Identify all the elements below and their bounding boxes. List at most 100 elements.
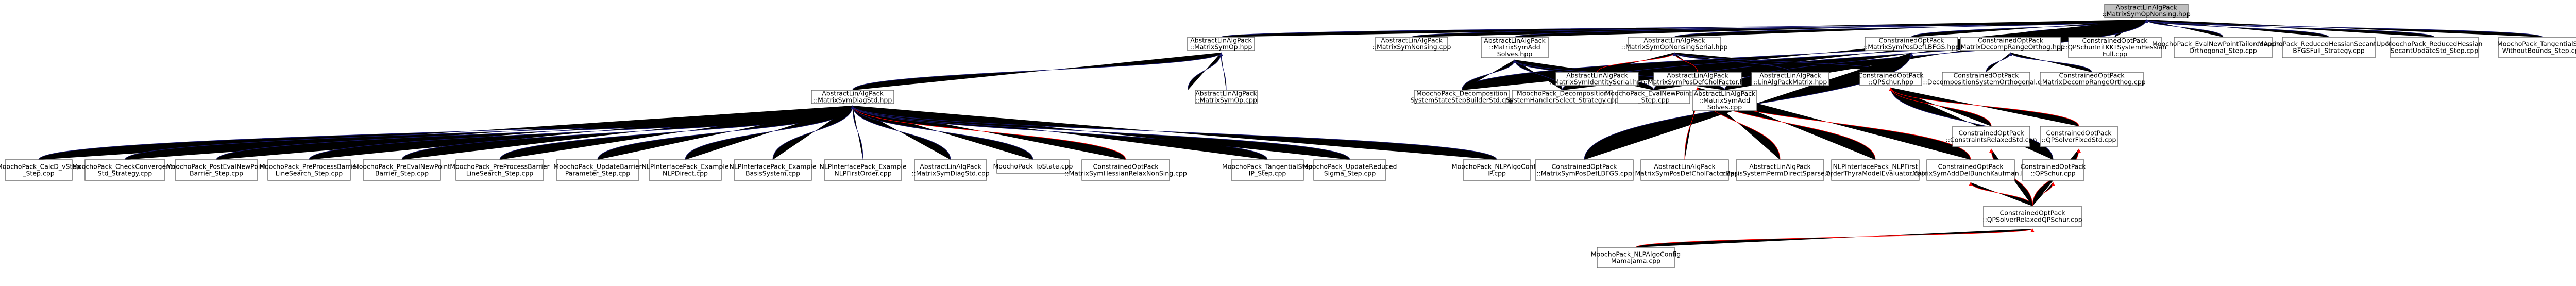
node-box bbox=[1831, 159, 1920, 181]
node-box bbox=[1859, 72, 1922, 86]
node-label-line: Solves.cpp bbox=[1707, 103, 1742, 111]
node-label-line: MoochoPack_PreProcessBarrier bbox=[259, 163, 359, 171]
node-box bbox=[1628, 37, 1721, 51]
file-node-evalpt-step[interactable]: MoochoPack_EvalNewPointStd_Step.cpp bbox=[1605, 90, 1703, 104]
node-label-line: NLPFirstOrder.cpp bbox=[834, 170, 891, 177]
node-box bbox=[996, 159, 1070, 174]
node-box bbox=[1555, 72, 1639, 86]
file-node-identityserial[interactable]: AbstractLinAlgPack::MatrixSymIdentitySer… bbox=[1549, 72, 1645, 86]
file-node-posdefchol[interactable]: AbstractLinAlgPack::MatrixSymPosDefCholF… bbox=[1643, 72, 1752, 86]
file-node-symaddcpp[interactable]: AbstractLinAlgPack::MatrixSymAddSolves.c… bbox=[1692, 90, 1757, 111]
file-node-moo-evalnewpt[interactable]: MoochoPack_EvalNewPointTailoredApproachO… bbox=[2152, 37, 2294, 58]
node-label-line: AbstractLinAlgPack bbox=[1195, 90, 1257, 97]
file-node-decomprange-cpp[interactable]: ConstrainedOptPack::MatrixDecompRangeOrt… bbox=[2038, 72, 2146, 86]
file-node-alp-basisperm[interactable]: AbstractLinAlgPack::BasisSystemPermDirec… bbox=[1722, 159, 1839, 181]
node-box bbox=[1751, 72, 1829, 86]
file-node-moo-reducedhessserial[interactable]: MoochoPack_ReducedHessianSecantUpdateStd… bbox=[2386, 37, 2483, 58]
file-node-moo-update[interactable]: MoochoPack_UpdateBarrierParameter_Step.c… bbox=[553, 159, 642, 181]
file-node-cop-qpfixed[interactable]: ConstrainedOptPack::QPSolverFixedStd.cpp bbox=[2040, 126, 2118, 147]
dependency-edge bbox=[1219, 52, 1227, 91]
file-node-cop-relaxed[interactable]: ConstrainedOptPack::ConstraintsRelaxedSt… bbox=[1946, 126, 2037, 147]
node-label-line: Solves.hpp bbox=[1497, 50, 1532, 58]
file-node-moo-pred[interactable]: MoochoPack_PostEvalNewPointBarrier_Step.… bbox=[166, 159, 267, 181]
dependency-edge bbox=[2144, 19, 2224, 38]
node-label-line: ::MatrixDecompRangeOrthog.hpp bbox=[1956, 43, 2065, 51]
file-node-symop[interactable]: AbstractLinAlgPack::MatrixSymOp.hpp bbox=[1187, 37, 1255, 51]
dependency-edge bbox=[1188, 52, 1223, 91]
file-node-decomporthog[interactable]: ConstrainedOptPack::DecompositionSystemO… bbox=[1923, 72, 2049, 86]
node-box bbox=[1231, 159, 1304, 181]
file-node-nonsingcpp[interactable]: AbstractLinAlgPack::MatrixSymNonsing.cpp bbox=[1372, 37, 1451, 51]
node-box bbox=[84, 159, 165, 181]
file-node-moo-check[interactable]: MoochoPack_CheckConvergenceStd_Strategy.… bbox=[72, 159, 178, 181]
dependency-edge bbox=[1597, 52, 1676, 73]
file-node-moo-preeval[interactable]: MoochoPack_PreEvalNewPointBarrier_Step.c… bbox=[353, 159, 450, 181]
file-node-nonsingser[interactable]: AbstractLinAlgPack::MatrixSymOpNonsingSe… bbox=[1621, 37, 1728, 51]
file-node-qpschur[interactable]: ConstrainedOptPack::QPSchurInitKKTSystem… bbox=[2063, 37, 2166, 58]
node-label-line: ::BasisSystemPermDirectSparse.cpp bbox=[1722, 170, 1839, 177]
node-label-line: MoochoPack_TangentialStep bbox=[2497, 40, 2576, 48]
file-node-moo-calc[interactable]: MoochoPack_CalcD_vStep_Step.cpp bbox=[0, 159, 80, 181]
node-label-line: NLPDirect.cpp bbox=[663, 170, 708, 177]
file-node-moo-qpsolv[interactable]: MoochoPack_IpState.cpp bbox=[993, 159, 1073, 174]
node-label-line: Std_Strategy.cpp bbox=[98, 170, 152, 177]
file-node-diagop[interactable]: ConstrainedOptPack::MatrixSymPosDefLBFGS… bbox=[1863, 37, 1959, 51]
node-label-line: AbstractLinAlgPack bbox=[1667, 72, 1728, 79]
dependency-edge bbox=[2144, 19, 2543, 38]
node-label-line: AbstractLinAlgPack bbox=[920, 163, 981, 171]
file-node-moo-tangentialstep[interactable]: MoochoPack_TangentialStepWithoutBounds_S… bbox=[2497, 37, 2576, 58]
node-label-line: ConstrainedOptPack bbox=[1552, 163, 1618, 171]
file-node-root[interactable]: AbstractLinAlgPack::MatrixSymOpNonsing.h… bbox=[2102, 4, 2191, 18]
file-node-alp-posdefcholcpp[interactable]: AbstractLinAlgPack::MatrixSymPosDefCholF… bbox=[1631, 159, 1739, 181]
node-label-line: ::QPSchur.hpp bbox=[1868, 78, 1913, 86]
node-label-line: MoochoPack_NLPAlgoConfig bbox=[1452, 163, 1541, 171]
file-node-cop-qpsolverrel[interactable]: ConstrainedOptPack::QPSolverRelaxedQPSch… bbox=[1982, 206, 2082, 227]
file-node-decompstrat[interactable]: MoochoPack_DecompositionSystemHandlerSel… bbox=[1506, 90, 1619, 104]
node-box bbox=[1865, 37, 1958, 51]
node-box bbox=[649, 159, 722, 181]
file-node-cop-hessian[interactable]: ConstrainedOptPack::MatrixSymHessianRela… bbox=[1064, 159, 1187, 181]
node-box bbox=[1414, 90, 1510, 104]
node-label-line: ConstrainedOptPack bbox=[1938, 163, 2004, 171]
file-node-lbfgsmat[interactable]: AbstractLinAlgPack::LinAlgPackMatrix.hpp bbox=[1751, 72, 1829, 86]
file-node-alp-diagstd[interactable]: AbstractLinAlgPack::MatrixSymDiagStd.cpp bbox=[911, 159, 990, 181]
file-node-cop-qpschur-cpp[interactable]: ConstrainedOptPack::QPSchur.cpp bbox=[2021, 159, 2087, 181]
node-box bbox=[1481, 37, 1549, 58]
node-label-line: ::QPSchur.cpp bbox=[2030, 170, 2075, 177]
file-node-moo-prefilt[interactable]: MoochoPack_PreProcessBarrierLineSearch_S… bbox=[259, 159, 360, 181]
node-box bbox=[914, 159, 987, 181]
node-box bbox=[1597, 247, 1675, 268]
file-node-symadd[interactable]: AbstractLinAlgPack::MatrixSymAddSolves.h… bbox=[1481, 37, 1549, 58]
file-node-nlp-fdeval[interactable]: NLPInterfacePack_NLPFirstOrderThyraModel… bbox=[1825, 159, 1925, 181]
node-label-line: IP.cpp bbox=[1487, 170, 1506, 177]
node-box bbox=[1195, 90, 1258, 104]
file-node-moo-preproc[interactable]: MoochoPack_PreProcessBarrierLineSearch_S… bbox=[450, 159, 550, 181]
node-label-line: ConstrainedOptPack bbox=[2000, 209, 2066, 217]
node-box bbox=[1960, 37, 2061, 51]
file-node-moo-reducedhess[interactable]: MoochoPack_ReducedHessianSecantUpdateBFG… bbox=[2258, 37, 2400, 58]
edge-layer bbox=[38, 19, 2543, 248]
node-box bbox=[1535, 159, 1634, 181]
file-node-decompinv[interactable]: ConstrainedOptPack::MatrixDecompRangeOrt… bbox=[1956, 37, 2065, 51]
file-node-matrixsymop-cpp[interactable]: AbstractLinAlgPack::MatrixSymOp.cpp bbox=[1195, 90, 1258, 104]
node-label-line: ::QPSchurInitKKTSystemHessian bbox=[2063, 43, 2166, 51]
node-label-line: AbstractLinAlgPack bbox=[822, 90, 884, 97]
file-node-qpschur-hpp[interactable]: ConstrainedOptPack::QPSchur.hpp bbox=[1858, 72, 1924, 86]
dependency-edge bbox=[1889, 87, 2079, 127]
file-node-nlp-order[interactable]: NLPInterfacePack_ExampleNLPFirstOrder.cp… bbox=[819, 159, 907, 181]
file-node-posdefinv[interactable]: MoochoPack_DecompositionSystemStateStepB… bbox=[1411, 90, 1514, 104]
node-label-line: AbstractLinAlgPack bbox=[1694, 90, 1756, 97]
node-label-line: NLPInterfacePack_NLPFirst bbox=[1833, 163, 1918, 171]
file-node-cop-lbfgscpp[interactable]: ConstrainedOptPack::MatrixSymPosDefLBFGS… bbox=[1535, 159, 1634, 181]
file-node-cop-symadddel[interactable]: ConstrainedOptPack::MatrixSymAddDelBunch… bbox=[1908, 159, 2033, 181]
node-label-line: ConstrainedOptPack bbox=[1978, 37, 2044, 44]
file-node-diagstd[interactable]: AbstractLinAlgPack::MatrixSymDiagStd.hpp bbox=[811, 90, 894, 104]
node-label-line: ::MatrixSymPosDefLBFGS.cpp bbox=[1536, 170, 1632, 177]
node-layer: AbstractLinAlgPack::MatrixSymOpNonsing.h… bbox=[0, 4, 2576, 268]
